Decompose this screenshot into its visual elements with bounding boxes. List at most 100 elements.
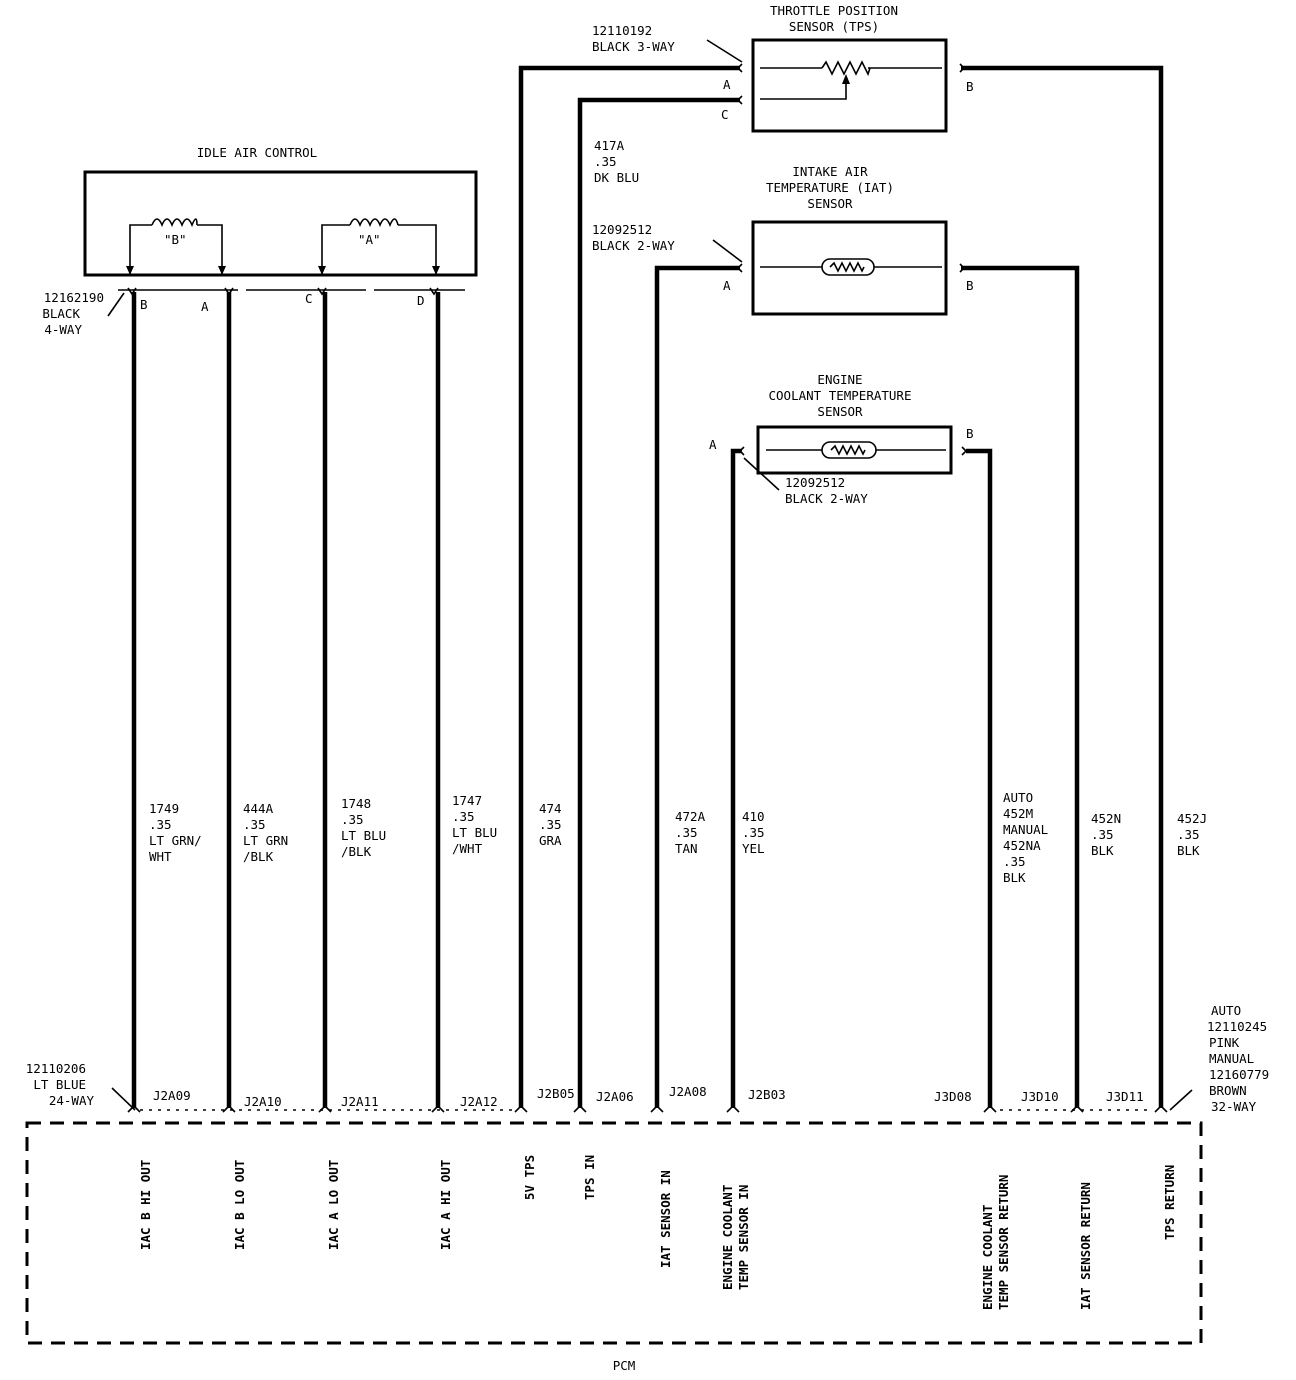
ect-connector-desc: BLACK 2-WAY: [785, 491, 868, 506]
wire-label-line: 452NA: [1003, 838, 1041, 853]
wire-label-line: 474: [539, 801, 562, 816]
iat-connector-desc: BLACK 2-WAY: [592, 238, 675, 253]
wire-label-line: DK BLU: [594, 170, 639, 185]
pcm-function-label: TPS RETURN: [1162, 1165, 1177, 1240]
iat-title-2: TEMPERATURE (IAT): [766, 180, 894, 195]
ect-component: ENGINE COOLANT TEMPERATURE SENSOR 120925…: [709, 372, 974, 506]
pcm-right-connector-line: BROWN: [1209, 1083, 1247, 1098]
iat-component: INTAKE AIR TEMPERATURE (IAT) SENSOR 1209…: [592, 164, 974, 316]
tps-connector-desc: BLACK 3-WAY: [592, 39, 675, 54]
tps-box: [751, 38, 948, 133]
tps-connector-leader: [706, 39, 743, 63]
pcm-pin-label: J2A11: [341, 1094, 379, 1109]
wire-label-472A: 472A .35 TAN: [675, 809, 706, 856]
ect-connector-pn: 12092512: [785, 475, 845, 490]
pcm-function-label: IAC B LO OUT: [232, 1160, 247, 1250]
wire-labels: 1749 .35 LT GRN/ WHT 444A .35 LT GRN /BL…: [149, 138, 1207, 885]
wire-label-line: BLK: [1177, 843, 1200, 858]
iat-connector-leader: [712, 239, 743, 263]
wire-label-line: 472A: [675, 809, 706, 824]
tps-title-1: THROTTLE POSITION: [770, 3, 898, 18]
tps-component: THROTTLE POSITION SENSOR (TPS) 12110192 …: [592, 3, 974, 133]
iat-connector-pn: 12092512: [592, 222, 652, 237]
pcm-pin-label: J2A06: [596, 1089, 634, 1104]
pcm-left-connector-color: LT BLUE: [33, 1077, 86, 1092]
wire-417A: [577, 97, 740, 1108]
pcm-right-connector-line: MANUAL: [1209, 1051, 1254, 1066]
wire-label-line: BLK: [1003, 870, 1026, 885]
wire-label-line: TAN: [675, 841, 698, 856]
iat-title-1: INTAKE AIR: [792, 164, 868, 179]
wire-label-410: 410 .35 YEL: [742, 809, 765, 856]
iac-connector-leader: [107, 292, 125, 317]
sensor-terminals: [736, 63, 968, 456]
pcm-box: [25, 1121, 1203, 1345]
ect-title-1: ENGINE: [817, 372, 862, 387]
wire-label-line: .35: [539, 817, 562, 832]
iac-box: [83, 170, 478, 277]
tps-resistor: [821, 60, 871, 77]
wire-label-line: LT BLU: [452, 825, 497, 840]
iac-pin-a: A: [201, 299, 209, 314]
wire-label-line: LT BLU: [341, 828, 386, 843]
wire-452J: [961, 65, 1164, 1108]
wire-label-line: .35: [742, 825, 765, 840]
pcm-module: PCM IAC B HI OUT IAC B LO OUT IAC A LO O…: [25, 1121, 1203, 1373]
pcm-function-label: TPS IN: [582, 1155, 597, 1200]
wire-label-line: /WHT: [452, 841, 483, 856]
wire-label-line: 452N: [1091, 811, 1121, 826]
pcm-pin-label: J2B05: [537, 1086, 575, 1101]
wire-452M: [966, 448, 993, 1108]
wire-label-line: .35: [1091, 827, 1114, 842]
wire-label-line: /BLK: [243, 849, 274, 864]
wire-label-474: 474 .35 GRA: [539, 801, 562, 848]
pcm-right-connector-line: 12160779: [1209, 1067, 1269, 1082]
wire-label-line: 1747: [452, 793, 482, 808]
iac-coil-b: [151, 218, 198, 228]
pcm-function-label: ENGINE COOLANT: [980, 1205, 995, 1310]
pcm-function-label: IAC A HI OUT: [438, 1160, 453, 1250]
pcm-left-connector-pn: 12110206: [26, 1061, 86, 1076]
iac-coil-a-label: "A": [358, 232, 381, 247]
ect-connector-leader: [743, 457, 780, 491]
wire-label-line: .35: [594, 154, 617, 169]
iac-component: IDLE AIR CONTROL "B" "A" 12162190 BLACK …: [42, 145, 478, 337]
iat-title-3: SENSOR: [807, 196, 853, 211]
iat-thermistor-zigzag: [829, 261, 865, 273]
tps-title-2: SENSOR (TPS): [789, 19, 879, 34]
ect-title-3: SENSOR: [817, 404, 863, 419]
wire-label-452N: 452N .35 BLK: [1091, 811, 1121, 858]
wire-452N: [961, 265, 1080, 1108]
tps-wiper-arrow: [842, 74, 850, 84]
ect-pin-b: B: [966, 426, 974, 441]
wire-label-line: 417A: [594, 138, 625, 153]
wire-label-452M: AUTO 452M MANUAL 452NA .35 BLK: [1003, 790, 1048, 885]
iac-pin-d: D: [417, 293, 425, 308]
wire-label-line: LT GRN: [243, 833, 288, 848]
pcm-right-connector-line: AUTO: [1211, 1003, 1241, 1018]
pcm-left-connector-leader: [111, 1087, 136, 1111]
ect-title-2: COOLANT TEMPERATURE: [769, 388, 912, 403]
wire-label-1749: 1749 .35 LT GRN/ WHT: [149, 801, 202, 864]
wires: [127, 63, 1168, 1113]
pcm-pin-label: J3D08: [934, 1089, 972, 1104]
wire-label-line: .35: [341, 812, 364, 827]
iac-connector-way: 4-WAY: [44, 322, 82, 337]
iac-pin-c: C: [305, 291, 313, 306]
wire-label-line: .35: [1003, 854, 1026, 869]
wire-label-line: 444A: [243, 801, 274, 816]
pcm-function-label: ENGINE COOLANT: [720, 1185, 735, 1290]
tps-pin-b: B: [966, 79, 974, 94]
wire-label-line: 1749: [149, 801, 179, 816]
wire-label-line: .35: [452, 809, 475, 824]
iat-pin-a: A: [723, 278, 731, 293]
wire-label-line: .35: [675, 825, 698, 840]
iat-pin-b: B: [966, 278, 974, 293]
wire-label-line: LT GRN/: [149, 833, 202, 848]
wire-label-line: WHT: [149, 849, 172, 864]
iac-coil-a-leads: [321, 224, 437, 275]
pcm-left-connector-way: 24-WAY: [49, 1093, 95, 1108]
wire-410: [730, 448, 742, 1108]
pcm-pin-labels: J2A09 J2A10 J2A11 J2A12 J2B05 J2A06 J2A0…: [153, 1084, 1144, 1109]
pcm-function-label: IAC A LO OUT: [326, 1160, 341, 1250]
